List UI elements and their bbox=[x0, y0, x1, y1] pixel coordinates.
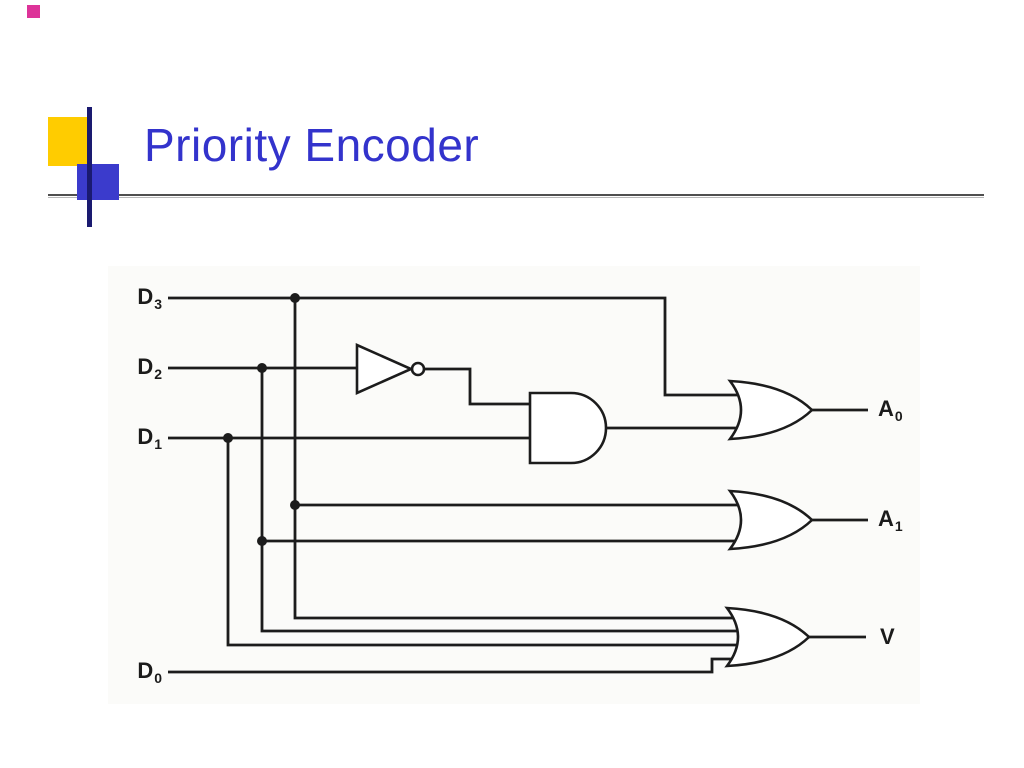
input-label-d2: D2 bbox=[137, 354, 162, 382]
output-label-a1: A1 bbox=[878, 506, 903, 534]
junction-dot bbox=[257, 536, 267, 546]
wire-d3-branch-to-or-v bbox=[293, 298, 742, 620]
or-gate-a0 bbox=[727, 379, 814, 441]
blue-accent-square bbox=[77, 164, 119, 200]
wire-d3-to-or-a0 bbox=[168, 296, 750, 397]
wire-d1-branch-to-or-v bbox=[226, 438, 742, 647]
wire-d0-to-or-v bbox=[168, 657, 740, 674]
input-label-d0: D0 bbox=[137, 658, 162, 686]
wire-d2-branch-to-or-v bbox=[260, 368, 742, 633]
vertical-accent-bar bbox=[87, 107, 92, 227]
or-gate-a1 bbox=[727, 489, 814, 551]
and-gate bbox=[528, 391, 608, 465]
not-gate bbox=[355, 342, 415, 396]
input-label-d3: D3 bbox=[137, 284, 162, 312]
output-label-a0: A0 bbox=[878, 396, 903, 424]
output-label-v: V bbox=[880, 624, 895, 649]
pink-corner-square bbox=[27, 5, 40, 18]
slide-title: Priority Encoder bbox=[144, 119, 480, 171]
junction-dot bbox=[290, 293, 300, 303]
wire-not-to-and bbox=[424, 367, 536, 406]
input-label-d1: D1 bbox=[137, 424, 162, 452]
junction-dot bbox=[223, 433, 233, 443]
title-rule-shadow bbox=[48, 197, 984, 198]
junction-dot bbox=[290, 500, 300, 510]
yellow-accent-square bbox=[48, 117, 89, 166]
not-gate-bubble bbox=[410, 361, 426, 377]
junction-dot bbox=[257, 363, 267, 373]
title-rule bbox=[48, 194, 984, 196]
or-gate-v bbox=[724, 606, 811, 668]
